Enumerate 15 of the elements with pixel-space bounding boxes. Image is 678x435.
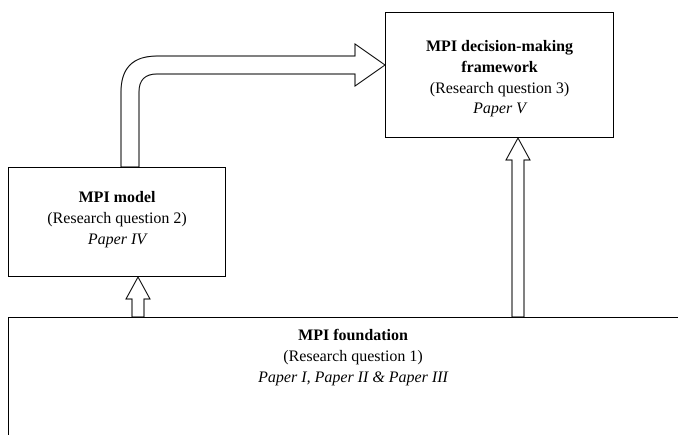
box-heading: MPI model <box>78 188 156 208</box>
process-box <box>8 317 678 435</box>
box-heading: MPI foundation <box>298 326 408 346</box>
process-box <box>385 12 614 138</box>
box-text: (Research question 2) <box>47 208 187 229</box>
process-box <box>8 167 226 277</box>
block-arrow <box>505 136 531 318</box>
box-subtext: Paper IV <box>88 230 146 250</box>
block-arrow <box>125 276 151 318</box>
box-text: (Research question 1) <box>283 346 423 367</box>
box-heading: MPI decision-making framework <box>424 37 574 78</box>
box-subtext: Paper I, Paper II & Paper III <box>258 368 448 388</box>
box-text: (Research question 3) <box>430 78 570 99</box>
block-arrow <box>120 44 386 168</box>
box-subtext: Paper V <box>473 99 526 120</box>
